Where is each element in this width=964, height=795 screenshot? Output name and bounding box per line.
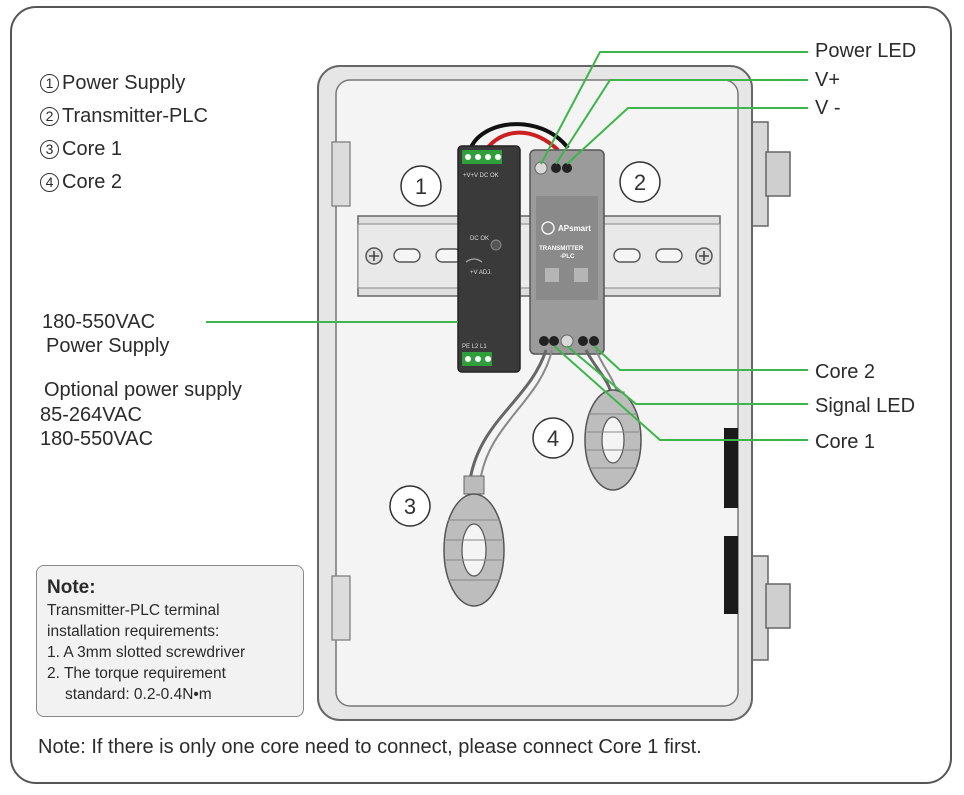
model-label-1: TRANSMITTER — [539, 245, 584, 252]
svg-text:3: 3 — [404, 494, 416, 519]
core1-label: Core 1 — [815, 431, 876, 453]
note-box: Note: Transmitter-PLC terminal installat… — [36, 565, 304, 717]
hinge-top — [749, 121, 791, 227]
v-plus-label: V+ — [815, 69, 841, 91]
marker-1: 1 — [400, 165, 442, 207]
power-led-label: Power LED — [815, 40, 917, 62]
power-supply-voltage: 180-550VAC — [42, 311, 156, 333]
v-minus-line — [566, 107, 808, 165]
note-line: Transmitter-PLC terminal — [47, 602, 220, 619]
core-2-clamp — [584, 389, 642, 491]
signal-led-line — [566, 345, 808, 405]
note-line: installation requirements: — [47, 623, 220, 640]
model-label-2: -PLC — [560, 253, 575, 260]
core-1-clamp — [443, 475, 505, 607]
svg-text:2: 2 — [634, 170, 646, 195]
brand-logo: APsmart — [558, 224, 591, 233]
hinge-bottom — [749, 555, 791, 661]
svg-text:4: 4 — [547, 426, 559, 451]
latch-bottom — [724, 536, 738, 614]
note-item: standard: 0.2-0.4N•m — [65, 686, 212, 703]
diagram-frame — [10, 6, 952, 784]
svg-text:1: 1 — [415, 174, 427, 199]
power-supply-module — [457, 145, 521, 373]
ps-bottom-label: PE L2 L1 — [462, 344, 487, 350]
bottom-note: Note: If there is only one core need to … — [38, 736, 702, 758]
v-plus-line — [555, 79, 808, 165]
note-title: Note: — [47, 577, 96, 598]
power-led-line — [540, 51, 808, 165]
ps-adj-label: +V ADJ. — [470, 270, 492, 276]
note-item: 2. The torque requirement — [47, 665, 226, 682]
transmitter-module — [529, 149, 605, 355]
note-item: 1. A 3mm slotted screwdriver — [47, 644, 246, 661]
ps-mid-label: DC OK — [470, 236, 489, 242]
core2-label: Core 2 — [815, 361, 876, 383]
power-supply-label: Power Supply — [46, 335, 170, 357]
ps-top-label: +V+V DC OK — [463, 173, 499, 179]
signal-led-label: Signal LED — [815, 395, 916, 417]
marker-3: 3 — [389, 485, 431, 527]
marker-4: 4 — [532, 417, 574, 459]
latch-top — [724, 428, 738, 508]
optional-supply-title: Optional power supply — [44, 379, 242, 401]
core1-line — [553, 345, 808, 441]
core2-line — [593, 345, 808, 371]
callout-lines — [206, 51, 808, 441]
marker-2: 2 — [619, 161, 661, 203]
v-minus-label: V - — [815, 97, 841, 119]
optional-supply-range-1: 85-264VAC — [40, 404, 142, 426]
optional-supply-range-2: 180-550VAC — [40, 428, 154, 450]
